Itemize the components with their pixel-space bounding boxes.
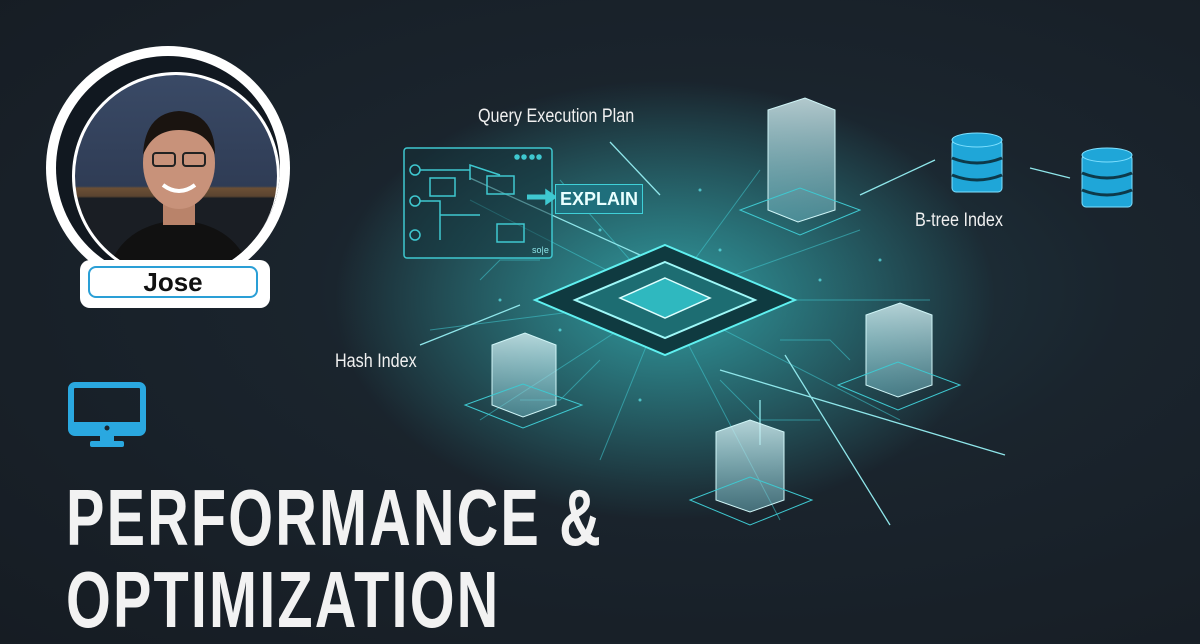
index-stacks (463, 97, 962, 526)
stack-bottom (688, 419, 814, 526)
presenter-name: Jose (88, 266, 258, 298)
presenter-name-badge: Jose (80, 260, 270, 308)
hash-index-label: Hash Index (335, 351, 417, 372)
plan-panel-caption: so|e (532, 245, 549, 255)
database-icon (951, 132, 1003, 193)
stack-top (738, 97, 862, 236)
monitor-icon (68, 382, 146, 447)
particles (498, 188, 882, 402)
query-plan-panel (403, 147, 558, 259)
presenter-avatar (46, 46, 290, 290)
title-line-2: OPTIMIZATION (66, 555, 501, 644)
presenter-photo (72, 72, 280, 280)
stack-right (836, 302, 962, 411)
title-line-1: PERFORMANCE & (66, 473, 603, 562)
explain-label: EXPLAIN (555, 184, 643, 214)
circuit-lines (429, 169, 930, 521)
query-plan-label: Query Execution Plan (478, 106, 635, 127)
central-chip (532, 243, 798, 357)
database-icon (1081, 147, 1133, 208)
database-icons (951, 132, 1133, 208)
stack-left (463, 332, 584, 429)
btree-index-label: B-tree Index (915, 210, 1003, 231)
